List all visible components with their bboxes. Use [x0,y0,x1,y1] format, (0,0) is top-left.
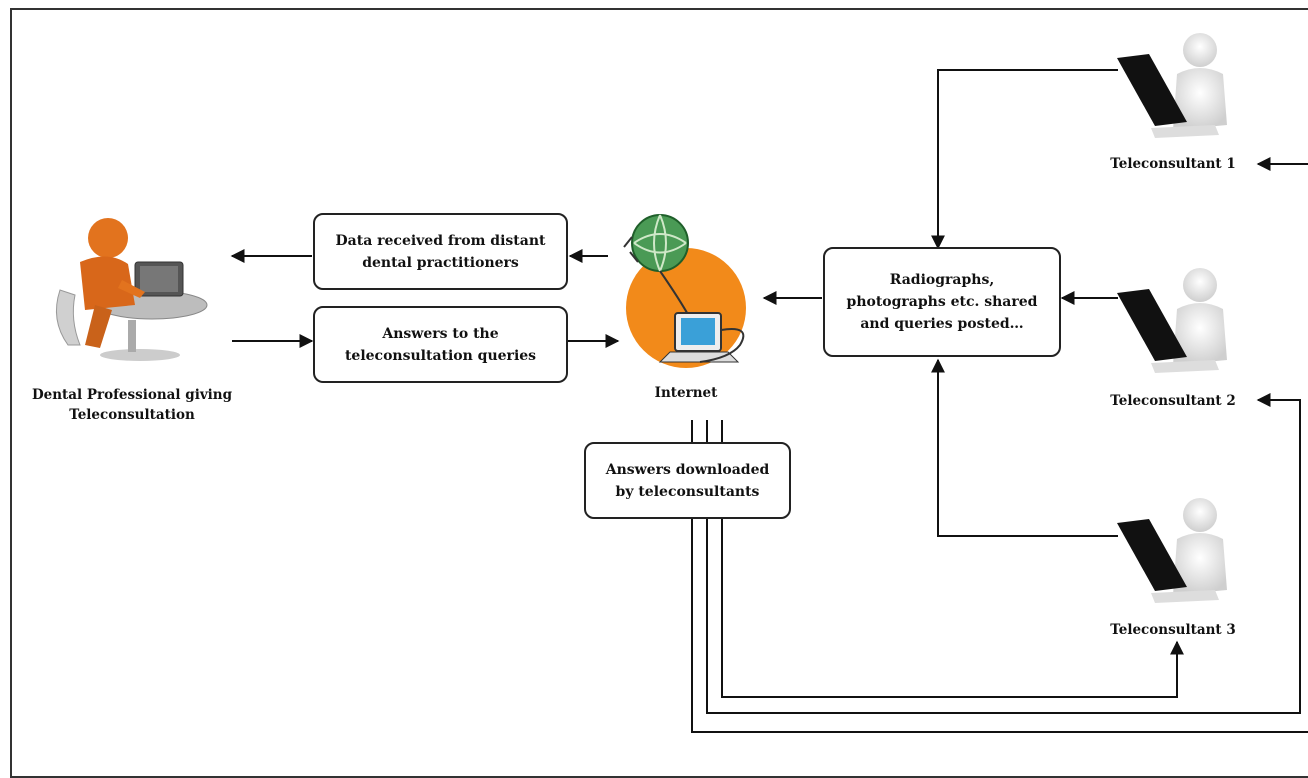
dental-professional-icon [55,218,208,361]
shared-line2: photographs etc. shared [846,294,1038,310]
dental-professional-line1: Dental Professional giving [31,387,233,403]
teleconsultant-3-icon [1117,498,1227,603]
data-received-box: Data received from distant dental practi… [313,213,568,290]
downloaded-line1: Answers downloaded [605,461,770,478]
answers-downloaded-box: Answers downloaded by teleconsultants [584,442,791,519]
dental-professional-label: Dental Professional giving Teleconsultat… [22,385,242,425]
shared-line3: and queries posted… [860,316,1024,332]
dental-professional-line2: Teleconsultation [69,407,195,423]
teleconsultant-2-icon [1117,268,1227,373]
teleconsultant-1-icon [1117,33,1227,138]
teleconsultant-2-label: Teleconsultant 2 [1110,393,1236,409]
arrow-tc1-to-shared [931,69,1118,250]
download-line-tc2 [706,393,1301,714]
download-line-tc3 [721,420,1184,698]
answers-queries-box: Answers to the teleconsultation queries [313,306,568,383]
data-received-line2: dental practitioners [362,254,519,271]
answers-queries-line2: teleconsultation queries [344,347,537,364]
teleconsultant-1-label: Teleconsultant 1 [1110,156,1236,172]
download-line-tc1 [691,420,1308,733]
arrow-tc3-to-shared [931,358,1118,537]
shared-queries-box: Radiographs, photographs etc. shared and… [823,247,1061,357]
data-received-line1: Data received from distant [335,232,546,249]
answers-queries-line1: Answers to the [382,325,499,342]
internet-icon [623,214,746,368]
internet-label: Internet [654,385,718,401]
shared-line1: Radiographs, [889,272,995,288]
downloaded-line2: by teleconsultants [615,483,760,500]
teleconsultant-3-label: Teleconsultant 3 [1110,622,1236,638]
